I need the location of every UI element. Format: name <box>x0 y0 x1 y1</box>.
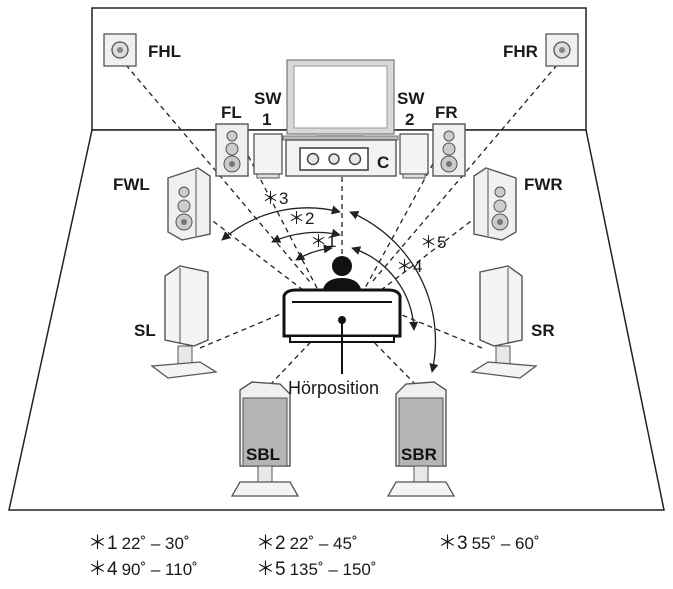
label-sw2-line2: 2 <box>405 110 414 129</box>
fwl-speaker-icon <box>167 167 211 241</box>
sw2-speaker-icon <box>399 133 429 179</box>
sw1-speaker-icon <box>253 133 283 179</box>
angle-marker-2: ＊2 <box>288 209 314 228</box>
label-sr: SR <box>531 321 555 340</box>
label-fr: FR <box>435 103 458 122</box>
label-sw1-line1: SW <box>254 89 282 108</box>
label-sbl: SBL <box>246 445 280 464</box>
label-fwr: FWR <box>524 175 563 194</box>
fwr-speaker-icon <box>473 167 517 241</box>
label-fhr: FHR <box>503 42 538 61</box>
angle-marker-4: ＊4 <box>396 257 422 276</box>
label-c: C <box>377 153 389 172</box>
fhl-speaker-icon <box>103 33 137 67</box>
angle-marker-1: ＊1 <box>310 232 336 251</box>
angle-marker-5: ＊5 <box>420 233 446 252</box>
fr-speaker-icon <box>432 123 466 177</box>
tv-icon <box>282 59 399 141</box>
sofa-icon <box>282 288 402 343</box>
label-sbr: SBR <box>401 445 437 464</box>
sl-speaker-icon <box>150 265 218 379</box>
angle-marker-3: ＊3 <box>262 189 288 208</box>
center-speaker-icon <box>285 139 397 177</box>
label-fl: FL <box>221 103 242 122</box>
fl-speaker-icon <box>215 123 249 177</box>
sbl-speaker-icon <box>230 381 300 497</box>
fhr-speaker-icon <box>545 33 579 67</box>
speaker-layout-diagram: ＊3 ＊2 ＊1 ＊4 ＊5 C FHL FHR FL <box>8 7 665 511</box>
label-sw1-line2: 1 <box>262 110 271 129</box>
label-listening-position: Hörposition <box>288 378 379 398</box>
sbr-speaker-icon <box>386 381 456 497</box>
sr-speaker-icon <box>470 265 538 379</box>
angle-arcs <box>221 205 439 373</box>
label-sw2-line1: SW <box>397 89 425 108</box>
label-sl: SL <box>134 321 156 340</box>
label-fwl: FWL <box>113 175 150 194</box>
label-fhl: FHL <box>148 42 181 61</box>
